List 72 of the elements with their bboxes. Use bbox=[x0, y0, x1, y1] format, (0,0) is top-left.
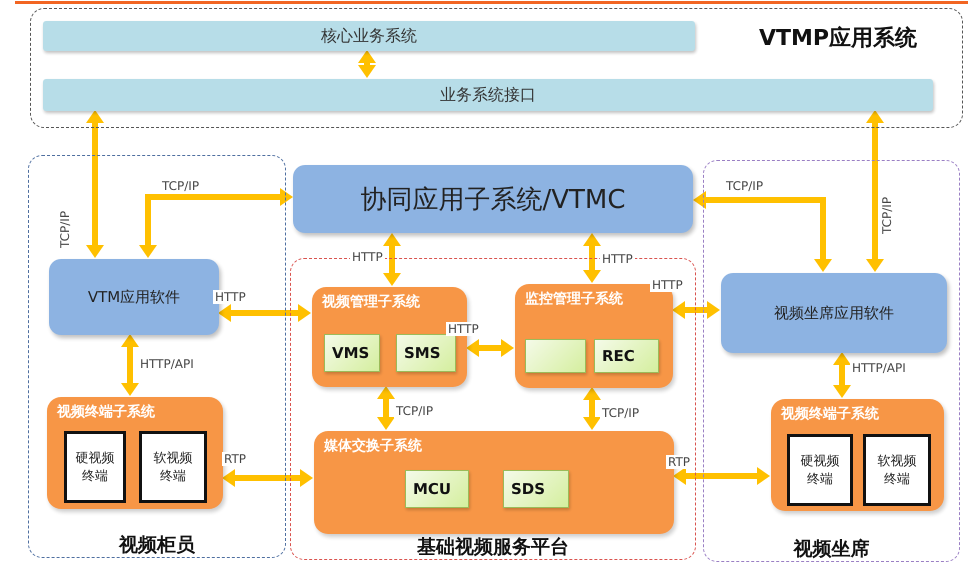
double-arrow bbox=[583, 387, 601, 430]
module-label: SDS bbox=[511, 480, 546, 498]
module-box bbox=[405, 470, 469, 508]
terminal-box bbox=[64, 431, 126, 503]
double-arrow bbox=[383, 233, 401, 286]
edge-label: HTTP bbox=[446, 322, 481, 336]
edge-label: HTTP bbox=[650, 278, 685, 292]
bar-label: 业务系统接口 bbox=[440, 84, 536, 106]
edge-label: TCP/IP bbox=[600, 406, 642, 420]
subsystem-box bbox=[47, 397, 223, 509]
terminal-box bbox=[863, 434, 931, 506]
double-arrow bbox=[693, 191, 832, 272]
terminal-label: 硬视频终端 bbox=[74, 450, 116, 485]
double-arrow bbox=[672, 301, 720, 319]
subsystem-title: 视频终端子系统 bbox=[781, 405, 879, 423]
dashed-group-frame bbox=[703, 160, 960, 562]
system-bar bbox=[43, 79, 933, 111]
edge-label: RTP bbox=[666, 455, 692, 469]
double-arrow bbox=[358, 50, 376, 78]
double-arrow bbox=[866, 110, 884, 272]
bar-label: 核心业务系统 bbox=[321, 26, 417, 46]
module-label: MCU bbox=[413, 480, 452, 498]
double-arrow bbox=[222, 469, 313, 487]
subsystem-title: 视频管理子系统 bbox=[322, 293, 420, 311]
double-arrow bbox=[377, 386, 395, 430]
group-title: 基础视频服务平台 bbox=[417, 537, 569, 557]
module-box bbox=[324, 334, 380, 372]
edge-label: TCP/IP bbox=[394, 404, 436, 418]
box-label: 视频坐席应用软件 bbox=[774, 304, 894, 322]
module-box bbox=[594, 339, 659, 373]
subsystem-box bbox=[771, 399, 944, 511]
group-title: 视频柜员 bbox=[119, 535, 195, 555]
edge-label: TCP/IP bbox=[58, 208, 72, 250]
system-bar bbox=[43, 21, 695, 51]
subsystem-title: 视频终端子系统 bbox=[57, 403, 155, 421]
double-arrow bbox=[139, 188, 293, 258]
double-arrow bbox=[673, 467, 770, 485]
double-arrow bbox=[86, 110, 104, 258]
double-arrow bbox=[833, 352, 851, 398]
edge-label: TCP/IP bbox=[880, 194, 894, 236]
terminal-label: 软视频终端 bbox=[876, 453, 918, 488]
double-arrow bbox=[121, 334, 139, 396]
double-arrow bbox=[583, 233, 601, 283]
terminal-box bbox=[787, 434, 853, 506]
application-box bbox=[293, 165, 693, 233]
double-arrow bbox=[218, 304, 311, 322]
terminal-box bbox=[139, 431, 207, 503]
edge-label: TCP/IP bbox=[160, 179, 202, 193]
module-box bbox=[525, 339, 586, 373]
subsystem-title: 媒体交换子系统 bbox=[324, 437, 422, 455]
subsystem-title: 监控管理子系统 bbox=[525, 290, 623, 308]
module-label: REC bbox=[602, 347, 635, 365]
module-box bbox=[396, 334, 456, 372]
module-label: SMS bbox=[404, 344, 441, 362]
edge-label: HTTP bbox=[350, 250, 385, 264]
application-box bbox=[721, 273, 947, 353]
double-arrow bbox=[466, 339, 514, 357]
terminal-label: 软视频终端 bbox=[152, 450, 194, 485]
edge-label: TCP/IP bbox=[724, 179, 766, 193]
dashed-group-frame bbox=[30, 8, 963, 128]
dashed-group-frame bbox=[28, 155, 286, 558]
edge-label: RTP bbox=[222, 452, 248, 466]
group-title: 视频坐席 bbox=[794, 539, 870, 559]
module-label: VMS bbox=[332, 344, 370, 362]
edge-label: HTTP/API bbox=[138, 357, 196, 371]
module-box bbox=[503, 470, 569, 508]
box-label: 协同应用子系统/VTMC bbox=[360, 184, 626, 216]
edge-label: HTTP bbox=[213, 290, 248, 304]
edge-label: HTTP/API bbox=[850, 361, 908, 375]
terminal-label: 硬视频终端 bbox=[800, 453, 840, 488]
edge-label: HTTP bbox=[600, 252, 635, 266]
box-label: VTM应用软件 bbox=[88, 288, 180, 306]
